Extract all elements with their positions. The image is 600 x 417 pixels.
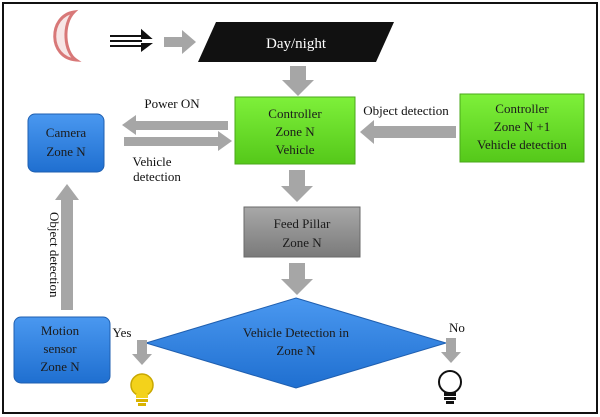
arrow-controller-to-feedpillar xyxy=(281,170,313,202)
camera-line-1: Camera xyxy=(46,125,87,140)
arrow-yes-down xyxy=(132,340,152,365)
bulb-on-icon xyxy=(130,373,154,406)
arrow-controller-to-camera xyxy=(122,115,228,135)
controller-zone-n1-box: Controller Zone N +1 Vehicle detection xyxy=(459,93,585,163)
feed-pillar-line-2: Zone N xyxy=(282,235,322,250)
arrow-no-down xyxy=(441,338,461,363)
object-detection-label-top: Object detection xyxy=(363,103,449,118)
vehicle-detection-label-2: detection xyxy=(133,169,181,184)
arrow-motion-to-camera xyxy=(55,184,79,310)
arrow-daynight-to-controller xyxy=(282,66,314,96)
controller-n1-line-2: Zone N +1 xyxy=(494,119,550,134)
motion-sensor-line-2: sensor xyxy=(43,341,77,356)
decision-line-1: Vehicle Detection in xyxy=(243,325,350,340)
arrow-feedpillar-to-decision xyxy=(281,263,313,295)
moon-icon xyxy=(53,9,82,62)
camera-line-2: Zone N xyxy=(46,144,86,159)
motion-sensor-line-3: Zone N xyxy=(40,359,80,374)
bulb-off-icon xyxy=(438,370,462,404)
camera-zone-n-box: Camera Zone N xyxy=(27,113,105,173)
light-rays-icon xyxy=(110,28,153,52)
arrow-camera-to-controller xyxy=(124,131,232,151)
arrow-controller-n1-to-n xyxy=(360,120,456,144)
daynight-box: Day/night xyxy=(198,22,394,62)
controller-n-line-3: Vehicle xyxy=(276,142,315,157)
object-detection-label-side: Object detection xyxy=(47,212,62,298)
motion-sensor-line-1: Motion xyxy=(41,323,80,338)
controller-n1-line-3: Vehicle detection xyxy=(477,137,567,152)
decision-line-2: Zone N xyxy=(276,343,316,358)
daynight-label: Day/night xyxy=(266,36,327,52)
vehicle-detection-label-1: Vehicle xyxy=(133,154,172,169)
controller-n-line-1: Controller xyxy=(268,106,322,121)
controller-n1-line-1: Controller xyxy=(495,101,549,116)
arrow-rays-to-daynight xyxy=(164,30,196,54)
flow-diagram: Day/night Controller Zone N Vehicle Cont… xyxy=(13,9,585,406)
feed-pillar-line-1: Feed Pillar xyxy=(274,216,331,231)
no-label: No xyxy=(449,320,465,335)
feed-pillar-box: Feed Pillar Zone N xyxy=(243,206,361,258)
decision-diamond: Vehicle Detection in Zone N xyxy=(144,297,448,389)
yes-label: Yes xyxy=(113,325,132,340)
motion-sensor-box: Motion sensor Zone N xyxy=(13,316,111,384)
controller-n-line-2: Zone N xyxy=(275,124,315,139)
controller-zone-n-box: Controller Zone N Vehicle xyxy=(234,96,356,165)
power-on-label: Power ON xyxy=(144,96,200,111)
